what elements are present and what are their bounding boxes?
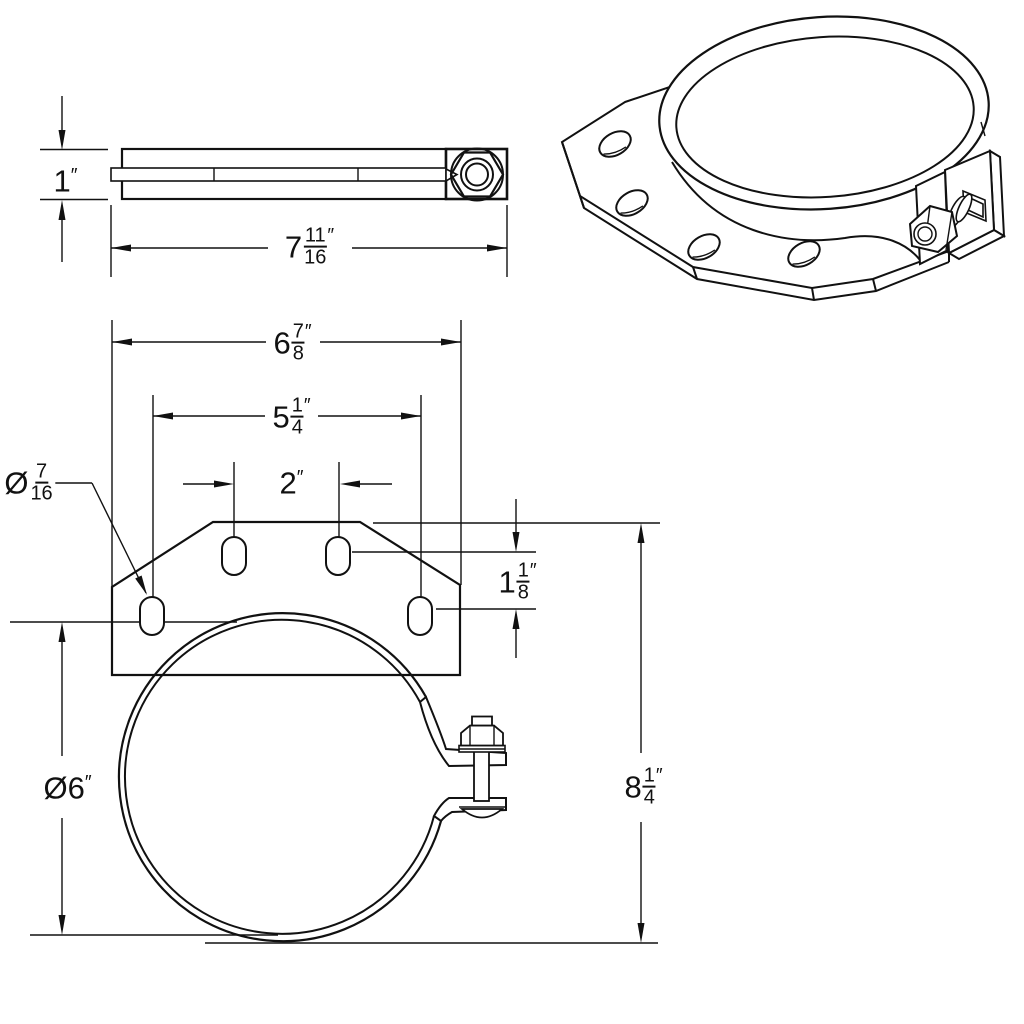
dim-clamp-diameter: Ø6 ″ <box>41 770 93 806</box>
bolt-head <box>459 808 505 819</box>
clamp-band-edge <box>110 167 447 182</box>
side-profile-view <box>40 96 509 277</box>
dim-upper-hole-span: 2 ″ <box>277 465 305 501</box>
iso-band-inner-rim <box>675 35 975 199</box>
dim-band-height: 1 ″ <box>51 163 79 199</box>
nut-end-view <box>449 147 505 202</box>
iso-slot-hole <box>787 240 821 268</box>
iso-bolt-end <box>913 222 937 246</box>
iso-washer <box>955 193 973 223</box>
iso-slot-hole <box>687 233 721 261</box>
slot-hole-lower-right <box>407 596 433 636</box>
bolt-tip <box>471 715 493 727</box>
iso-slot-hole <box>615 189 649 217</box>
front-view <box>10 320 660 944</box>
hex-nut <box>460 724 504 747</box>
clamp-band-outer <box>117 612 443 943</box>
slot-hole-upper-left <box>221 536 247 576</box>
iso-band-outer-rim <box>658 15 990 211</box>
slot-diameter-leader <box>52 482 147 595</box>
slot-hole-upper-right <box>325 536 351 576</box>
clamp-bolt <box>458 715 506 819</box>
isometric-view <box>560 15 1007 302</box>
clamp-band-inner <box>123 618 435 935</box>
bracket-plate-front <box>110 520 462 677</box>
iso-slot-hole <box>598 130 632 158</box>
slot-hole-lower-left <box>139 596 165 636</box>
iso-bolt-assembly <box>908 170 973 266</box>
